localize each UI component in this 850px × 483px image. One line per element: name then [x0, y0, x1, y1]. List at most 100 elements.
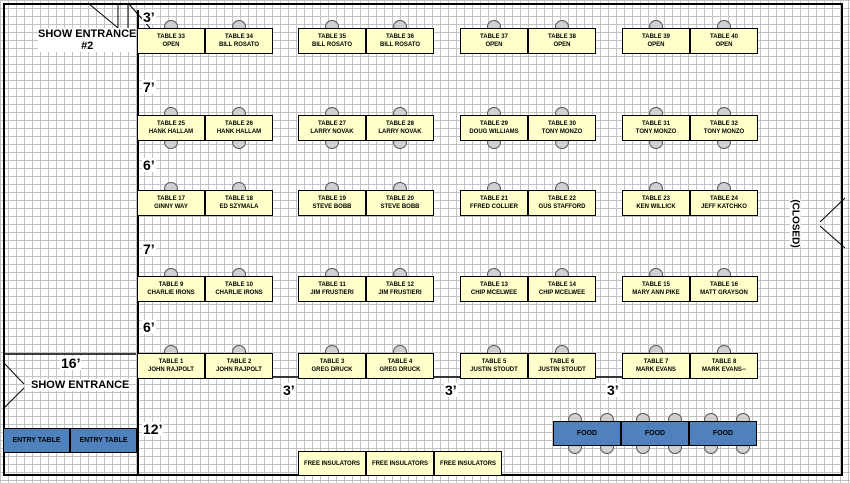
table-vendor: HANK HALLAM	[216, 129, 262, 135]
vendor-table: TABLE 6 JUSTIN STOUDT	[528, 353, 596, 379]
table-vendor: GINNY WAY	[154, 204, 188, 210]
table-number: TABLE 37	[480, 34, 508, 40]
vendor-table: TABLE 17 GINNY WAY	[137, 190, 205, 216]
table-vendor: BILL ROSATO	[311, 42, 352, 48]
table-vendor: CHIP MCELWEE	[470, 290, 518, 296]
table-number: TABLE 21	[480, 196, 508, 202]
table-number: TABLE 6	[549, 359, 575, 365]
dim-row4: 6’	[142, 319, 156, 335]
dim-row3: 7’	[142, 241, 156, 257]
table-vendor: TONY MONZO	[635, 129, 677, 135]
vendor-table: TABLE 35 BILL ROSATO	[298, 28, 366, 54]
table-vendor: FFRED COLLIER	[470, 204, 518, 210]
table-number: TABLE 8	[711, 359, 737, 365]
entrance-2-number: #2	[81, 40, 94, 52]
table-vendor: ED SZYMALA	[219, 204, 259, 210]
table-vendor: JUSTIN STOUDT	[538, 367, 586, 373]
vendor-table: TABLE 21 FFRED COLLIER	[460, 190, 528, 216]
table-vendor: JIM FRUSTIERI	[310, 290, 354, 296]
vendor-table: TABLE 15 MARY ANN PIKE	[622, 276, 690, 302]
table-number: TABLE 28	[386, 121, 414, 127]
table-vendor: JOHN RAJPOLT	[216, 367, 262, 373]
vendor-table: TABLE 31 TONY MONZO	[622, 115, 690, 141]
table-number: TABLE 7	[643, 359, 669, 365]
vendor-table: TABLE 9 CHARLIE IRONS	[137, 276, 205, 302]
vendor-table: TABLE 18 ED SZYMALA	[205, 190, 273, 216]
table-number: TABLE 13	[480, 282, 508, 288]
table-vendor: GREG DRUCK	[311, 367, 353, 373]
table-number: TABLE 19	[318, 196, 346, 202]
table-number: TABLE 15	[642, 282, 670, 288]
table-number: TABLE 14	[548, 282, 576, 288]
table-number: TABLE 20	[386, 196, 414, 202]
table-number: TABLE 9	[158, 282, 184, 288]
table-vendor: STEVE BOBB	[312, 204, 352, 210]
dimension-arrows	[3, 353, 624, 378]
table-vendor: BILL ROSATO	[218, 42, 259, 48]
table-vendor: CHARLIE IRONS	[147, 290, 195, 296]
insulator-table-2: FREE INSULATORS	[366, 451, 434, 476]
dim-row1: 7’	[142, 79, 156, 95]
table-number: TABLE 17	[157, 196, 185, 202]
table-vendor: OPEN	[162, 42, 180, 48]
closed-door-icon	[819, 197, 846, 249]
table-vendor: MARY ANN PIKE	[632, 290, 680, 296]
table-number: TABLE 38	[548, 34, 576, 40]
dim-bottom: 12’	[142, 421, 164, 437]
table-number: TABLE 2	[226, 359, 252, 365]
table-number: TABLE 4	[387, 359, 413, 365]
table-vendor: KEN WILLICK	[636, 204, 676, 210]
insulator-table-3: FREE INSULATORS	[434, 451, 502, 476]
table-vendor: MATT GRAYSON	[700, 290, 748, 296]
table-vendor: JUSTIN STOUDT	[470, 367, 518, 373]
table-vendor: TONY MONZO	[541, 129, 583, 135]
vendor-table: TABLE 16 MATT GRAYSON	[690, 276, 758, 302]
table-number: TABLE 18	[225, 196, 253, 202]
table-number: TABLE 29	[480, 121, 508, 127]
vendor-table: TABLE 19 STEVE BOBB	[298, 190, 366, 216]
table-number: TABLE 31	[642, 121, 670, 127]
entrance-2-title: SHOW ENTRANCE	[38, 28, 137, 40]
table-number: TABLE 16	[710, 282, 738, 288]
table-number: TABLE 5	[481, 359, 507, 365]
insulator-table-1: FREE INSULATORS	[298, 451, 366, 476]
dim-entry: 16’	[60, 355, 82, 371]
dim-gap-1: 3’	[282, 382, 296, 398]
table-vendor: CHARLIE IRONS	[215, 290, 263, 296]
table-number: TABLE 36	[386, 34, 414, 40]
dim-top: 3’	[142, 9, 156, 25]
entrance-door-icon	[2, 361, 25, 410]
table-number: TABLE 24	[710, 196, 738, 202]
dim-row2: 6’	[142, 157, 156, 173]
table-vendor: GREG DRUCK	[379, 367, 421, 373]
vendor-table: TABLE 4 GREG DRUCK	[366, 353, 434, 379]
dim-gap-2: 3’	[444, 382, 458, 398]
dimension-line-left	[137, 10, 139, 476]
table-number: TABLE 35	[318, 34, 346, 40]
table-number: TABLE 27	[318, 121, 346, 127]
table-number: TABLE 34	[225, 34, 253, 40]
entry-table-2: ENTRY TABLE	[70, 428, 137, 453]
food-table-3: FOOD	[689, 421, 757, 446]
